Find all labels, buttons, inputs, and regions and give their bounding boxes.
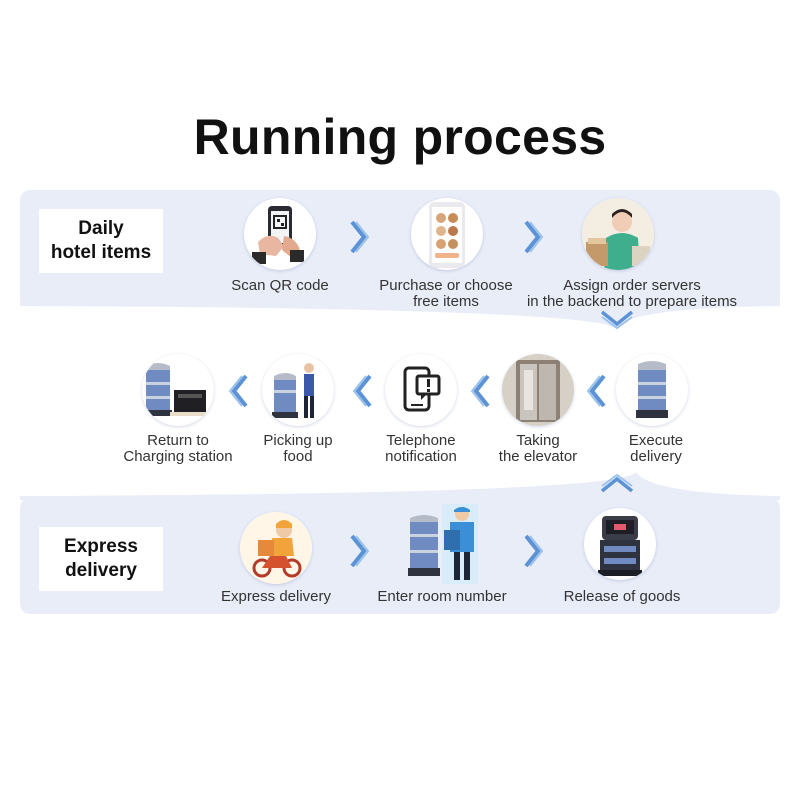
step-scan-qr [244, 198, 316, 270]
step-return-charging-caption: Return to Charging station [94, 433, 262, 465]
step-assign-servers-caption: Assign order servers in the backend to p… [512, 278, 752, 310]
step-elevator [502, 354, 574, 426]
caption-line: food [283, 448, 313, 465]
step-telephone [385, 354, 457, 426]
step-enter-room [406, 504, 478, 584]
guest-pickup-icon [272, 363, 314, 418]
chevron-right-icon [524, 534, 544, 568]
caption-line: Scan QR code [231, 277, 329, 294]
caption-line: delivery [630, 448, 682, 465]
caption-line: Assign order servers [563, 277, 701, 294]
daily-panel-taper [20, 300, 780, 330]
caption-line: Taking [516, 432, 560, 449]
caption-line: Release of goods [563, 588, 681, 605]
step-execute-delivery [616, 354, 688, 426]
caption-line: Express delivery [220, 588, 332, 605]
caption-line: Enter room number [377, 588, 507, 605]
chevron-down-icon [600, 310, 634, 329]
phone-menu-icon [429, 202, 465, 268]
step-execute-delivery-caption: Execute delivery [572, 433, 740, 465]
step-picking-up-caption: Picking up food [214, 433, 382, 465]
step-picking-up [262, 354, 334, 426]
step-release-goods-caption: Release of goods [530, 589, 714, 605]
caption-line: Return to [147, 432, 209, 449]
caption-line: Telephone [386, 432, 456, 449]
courier-robot-icon [408, 504, 478, 584]
caption-line: Charging station [123, 448, 233, 465]
step-release-goods [584, 508, 656, 580]
step-assign-servers [582, 198, 654, 270]
caption-line: notification [385, 448, 457, 465]
charging-station-icon [144, 363, 210, 416]
daily-label-line2: hotel items [50, 242, 152, 263]
robot-release-icon [598, 516, 642, 576]
step-elevator-caption: Taking the elevator [454, 433, 622, 465]
caption-line: the elevator [498, 448, 578, 465]
caption-line: Picking up [263, 432, 333, 449]
delivery-robot-icon [636, 361, 668, 418]
chevron-right-icon [524, 220, 544, 254]
chevron-left-icon [228, 374, 248, 408]
courier-scooter-icon [240, 512, 312, 584]
step-express-delivery-caption: Express delivery [192, 589, 360, 605]
step-express-delivery [240, 512, 312, 584]
step-enter-room-caption: Enter room number [358, 589, 526, 605]
express-delivery-label: Express delivery [39, 527, 163, 591]
chevron-left-icon [470, 374, 490, 408]
caption-line: in the backend to prepare items [526, 293, 738, 310]
express-panel-taper [20, 472, 780, 500]
step-telephone-caption: Telephone notification [337, 433, 505, 465]
express-label-line1: Express [64, 536, 138, 557]
chevron-left-icon [352, 374, 372, 408]
phone-qr-scan-icon [252, 206, 304, 264]
step-scan-qr-caption: Scan QR code [196, 278, 364, 294]
page-title: Running process [193, 109, 607, 165]
staff-preparing-icon [582, 198, 654, 270]
daily-items-label: Daily hotel items [39, 209, 163, 273]
step-return-charging [142, 354, 214, 426]
elevator-icon [502, 354, 574, 426]
chevron-up-icon [600, 474, 634, 493]
step-purchase [411, 198, 483, 270]
chevron-left-icon [586, 374, 606, 408]
caption-line: free items [413, 293, 479, 310]
express-label-line2: delivery [65, 560, 137, 581]
chevron-right-icon [350, 534, 370, 568]
caption-line: Purchase or choose [379, 277, 513, 294]
phone-notification-icon [403, 366, 441, 412]
chevron-right-icon [350, 220, 370, 254]
step-purchase-caption: Purchase or choose free items [362, 278, 530, 310]
daily-label-line1: Daily [78, 218, 124, 239]
caption-line: Execute [628, 432, 684, 449]
